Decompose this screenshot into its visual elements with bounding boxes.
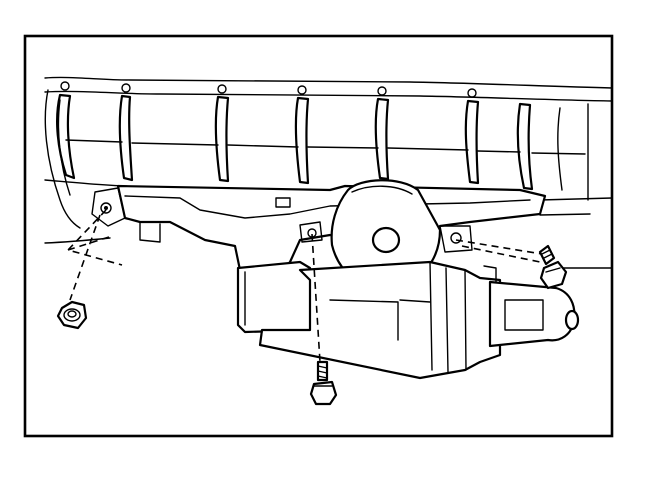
actuator-motor	[236, 260, 580, 380]
background-housing	[44, 76, 613, 269]
bolt-lower-center	[309, 360, 338, 406]
fastener-leader-lines	[66, 209, 549, 363]
nut-fastener	[56, 300, 88, 330]
bolt-right	[538, 244, 568, 290]
